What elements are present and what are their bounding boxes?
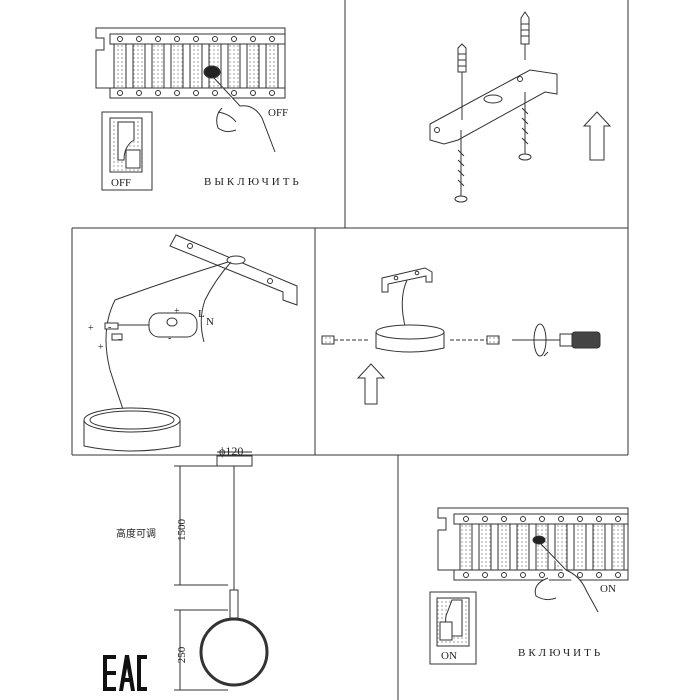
height-dimension-lines xyxy=(174,465,228,691)
breaker-panel-on xyxy=(437,507,629,581)
plus-sign-a: + xyxy=(88,323,94,334)
ring-lamp-icon xyxy=(199,617,269,687)
live-wire-label: L xyxy=(198,308,205,320)
cable-length-label: 1500 xyxy=(176,519,188,542)
panel-wiring: + + - - + - L N xyxy=(83,234,298,452)
block-minus-sign: - xyxy=(168,333,171,344)
connector-icon xyxy=(229,589,239,619)
wall-anchor-right-icon xyxy=(520,11,530,60)
panel-screw-fixing xyxy=(321,267,601,405)
switch-off-caption: ВЫКЛЮЧИТЬ xyxy=(204,176,302,188)
canopy-icon xyxy=(375,324,445,353)
panel-bracket-mounting xyxy=(429,11,612,203)
minus-sign-b: - xyxy=(118,334,121,345)
eac-mark-icon xyxy=(103,655,147,691)
wall-anchor-left-icon xyxy=(457,43,467,120)
hand-pointer-icon xyxy=(213,77,276,153)
screw-left-icon xyxy=(321,335,370,345)
neutral-wire-label: N xyxy=(206,316,214,328)
panel-grid-lines xyxy=(71,0,629,700)
screwdriver-icon xyxy=(512,323,601,357)
panel-dimensions: ϕ120 1500 250 高度可调 xyxy=(103,444,269,691)
minus-sign-a: - xyxy=(108,322,111,333)
breaker-on-label: ON xyxy=(600,583,616,595)
plus-sign-b: + xyxy=(98,342,104,353)
bracket-icon xyxy=(169,234,298,306)
screw-left-icon xyxy=(454,130,468,203)
breaker-off-label: OFF xyxy=(268,107,288,119)
switch-on-caption: ВКЛЮЧИТЬ xyxy=(518,647,603,659)
screw-right-icon xyxy=(450,335,500,345)
terminal-block-icon xyxy=(148,312,198,338)
cable-icon xyxy=(401,279,408,331)
mounting-bracket-icon xyxy=(429,69,558,145)
ring-height-label: 250 xyxy=(176,646,188,663)
breaker-panel-off xyxy=(95,27,286,99)
panel-switch-on: ON ON ВКЛЮЧИТЬ xyxy=(429,507,629,665)
hand-pointer-icon xyxy=(534,543,599,613)
screw-right-icon xyxy=(518,92,532,161)
switch-off-label: OFF xyxy=(111,177,131,189)
arrow-up-icon xyxy=(582,111,612,161)
wire-connector-icon xyxy=(104,322,123,341)
switch-on-label: ON xyxy=(441,650,457,662)
block-plus-sign: + xyxy=(174,306,180,317)
switch-on-icon xyxy=(429,591,477,665)
height-adjustable-note: 高度可调 xyxy=(116,527,156,540)
lamp-ring-icon xyxy=(83,407,181,452)
panel-switch-off: OFF OFF ВЫКЛЮЧИТЬ xyxy=(95,27,302,191)
arrow-up-icon xyxy=(356,363,386,405)
diameter-label: ϕ120 xyxy=(219,444,243,458)
switch-off-icon xyxy=(101,111,153,191)
